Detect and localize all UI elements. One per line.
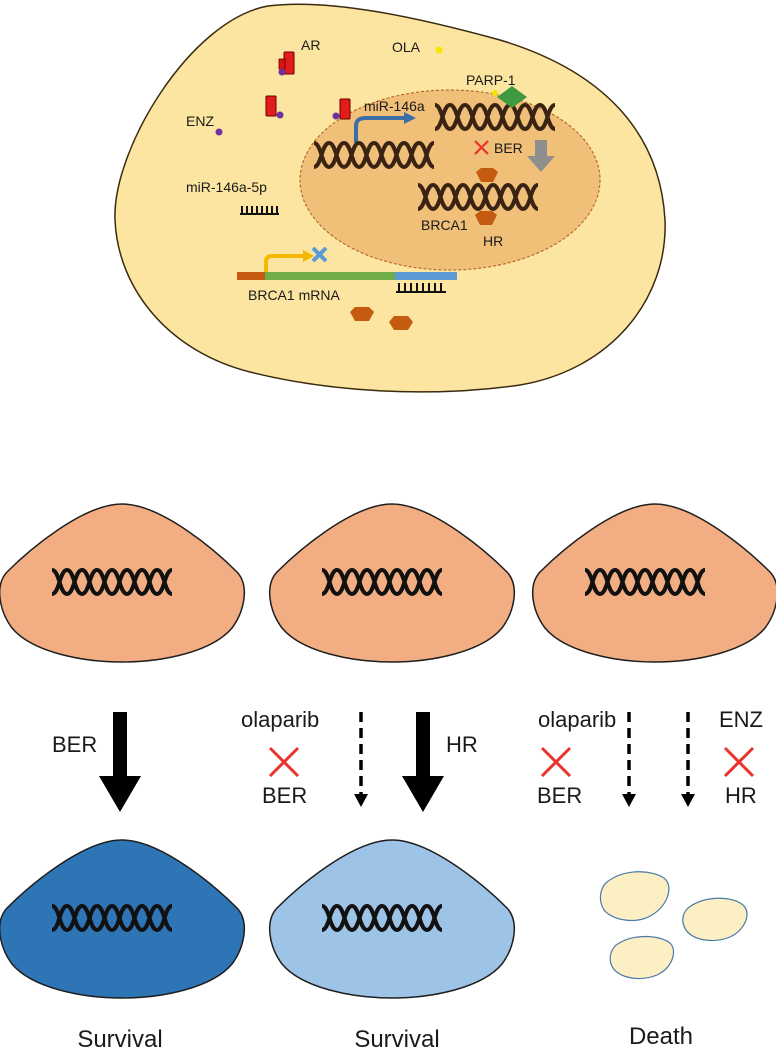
dead-cell-fragment-2 [682, 897, 748, 942]
brca1-label: BRCA1 [421, 217, 468, 233]
brca1-mrna [237, 272, 457, 280]
panel-2-ber-cross [268, 746, 300, 778]
mir146a-transcription-arrow [354, 116, 404, 143]
panel-1-outcome-label: Survival [77, 1026, 162, 1050]
enz-label: ENZ [186, 113, 214, 129]
nucleus [299, 89, 601, 271]
panel-2-dashed-arrow [354, 712, 368, 807]
gray-down-arrow [527, 140, 555, 172]
panel-3-dashed-arrow-2 [681, 712, 695, 807]
androgen-receptor-2 [265, 95, 284, 119]
panel-1-ber-label: BER [52, 732, 97, 757]
parp1-protein [497, 86, 527, 108]
hr-label: HR [483, 233, 503, 249]
ola-bound-molecule [492, 90, 498, 96]
panel-3-ber-cross [540, 746, 572, 778]
translation-arrow [264, 254, 304, 272]
brca1-mrna-label: BRCA1 mRNA [248, 287, 340, 303]
panel-3-hr-label: HR [725, 783, 757, 808]
panel-3-ber-label: BER [537, 783, 582, 808]
ber-block-cross [474, 140, 489, 155]
brca1-protein-4 [389, 316, 413, 330]
panel-3-start-cell [531, 503, 776, 663]
panel-3-olaparib-label: olaparib [538, 707, 616, 732]
mir146a-5p-strand [240, 206, 279, 215]
ola-label: OLA [392, 39, 421, 55]
top-cell: AR OLA ENZ PARP-1 miR-146a BER BRCA1 HR … [114, 3, 666, 393]
panel-1-start-cell [0, 503, 246, 663]
brca1-protein-2 [475, 211, 497, 225]
panel-2-ber-label: BER [262, 783, 307, 808]
panel-3-outcome-label: Death [629, 1023, 693, 1050]
dead-cell-fragment-3 [609, 935, 675, 980]
ola-molecule [435, 46, 443, 54]
panel-3-enz-label: ENZ [719, 707, 763, 732]
panel-2-hr-label: HR [446, 732, 478, 757]
androgen-receptor-1 [278, 51, 295, 76]
androgen-receptor-nuclear [332, 98, 351, 120]
dead-cell-fragment-1 [599, 871, 670, 922]
panel-2-olaparib-label: olaparib [241, 707, 319, 732]
panel-2-hr-arrow [402, 712, 444, 812]
enz-ligand [215, 128, 223, 136]
panel-2-start-cell [268, 503, 516, 663]
ber-label: BER [494, 140, 523, 156]
mir146a-5p-label: miR-146a-5p [186, 179, 267, 195]
mir146a-label: miR-146a [364, 98, 425, 114]
panel-2-outcome-label: Survival [354, 1026, 439, 1050]
panel-3-hr-cross [723, 746, 755, 778]
brca1-protein-3 [350, 307, 374, 321]
mirna-bound-strand [396, 283, 446, 293]
translation-block-cross [311, 246, 328, 263]
panel-3-dashed-arrow-1 [622, 712, 636, 807]
panel-1-ber-arrow [99, 712, 141, 812]
panel-1-outcome-cell [0, 839, 246, 999]
parp1-label: PARP-1 [466, 72, 516, 88]
panel-2-outcome-cell [268, 839, 516, 999]
brca1-protein-1 [476, 168, 498, 182]
ar-label: AR [301, 37, 320, 53]
